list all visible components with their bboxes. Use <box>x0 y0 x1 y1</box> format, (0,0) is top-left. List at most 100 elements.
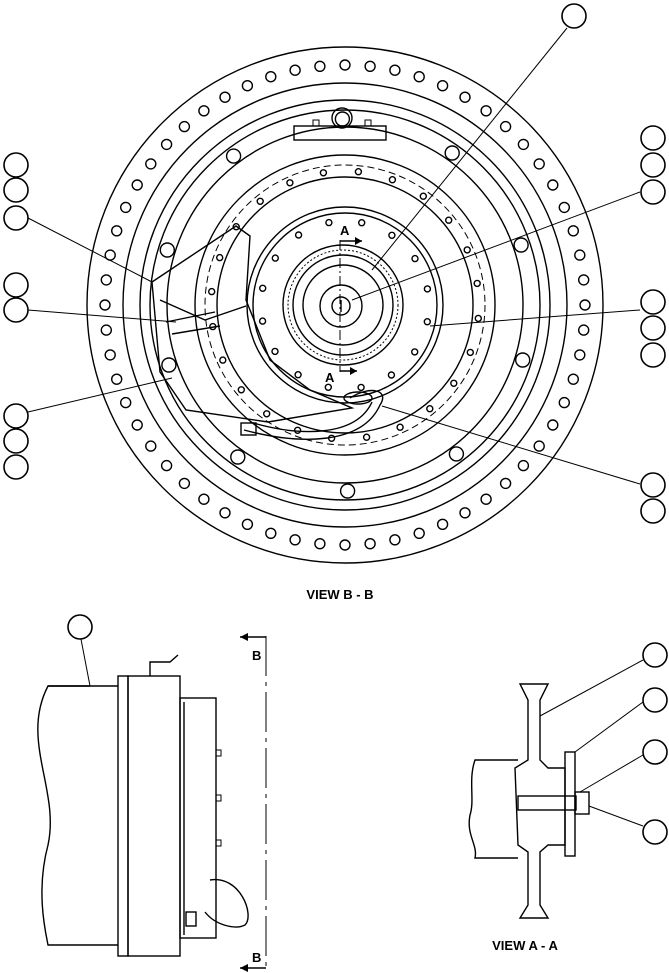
cover-harness <box>159 299 247 321</box>
shaft-boss <box>319 284 363 328</box>
flange-bolt-hole <box>178 477 191 490</box>
gear-teeth <box>287 249 399 361</box>
outer-flange-ring <box>86 46 604 564</box>
flange-bolt-hole <box>178 120 191 133</box>
callout-bubble <box>3 272 29 298</box>
flange-bolt-hole <box>219 507 231 519</box>
housing-bolt <box>215 794 222 802</box>
wire-harness <box>243 389 384 440</box>
inner-bolt-hole <box>474 314 482 323</box>
shaft-section <box>468 759 500 859</box>
shaft-ring <box>302 264 384 346</box>
view-b-b: A A <box>3 3 666 602</box>
shaft-break <box>37 685 118 946</box>
inner-bolt-hole <box>286 179 294 187</box>
hub-bolt-hole <box>258 317 267 325</box>
inner-bolt-hole <box>207 287 216 296</box>
callout-bubble <box>3 152 29 178</box>
callout-bubble <box>3 403 29 429</box>
callout-bubble <box>640 342 666 368</box>
flange-housing <box>127 675 181 957</box>
flange-bolt-hole <box>265 527 277 539</box>
flange-bolt-hole <box>579 299 591 311</box>
housing-bolt-hole <box>230 449 246 465</box>
inner-bolt-hole <box>445 216 453 224</box>
flange-bolt-hole <box>436 79 449 92</box>
flange-bolt-hole <box>145 440 157 452</box>
arrowhead-top <box>355 237 362 245</box>
callout-bubble <box>3 428 29 454</box>
hub-bolt-hole <box>271 347 279 356</box>
side-connector <box>185 911 197 927</box>
hub-bolt-hole <box>388 231 396 240</box>
hub-bolt-hole <box>411 254 419 263</box>
housing-ring-5 <box>216 176 474 434</box>
flange-bolt-hole <box>198 105 210 117</box>
callout-bubble <box>67 614 93 640</box>
inner-bolt-hole <box>263 410 271 418</box>
flange-bolt-hole <box>339 539 351 551</box>
flange-bolt-hole <box>413 70 425 83</box>
top-bracket-bolt <box>312 119 320 127</box>
inner-bolt-hole <box>215 253 224 262</box>
flange-bolt-hole <box>558 396 570 409</box>
hub-bolt-hole <box>387 371 396 379</box>
housing-ring-2 <box>149 109 541 501</box>
inner-bolt-hole <box>419 192 427 200</box>
flange-bolt-hole <box>578 324 590 336</box>
hub-bolt-hole <box>411 348 419 356</box>
flange-bolt-hole <box>241 518 254 530</box>
section-a-bottom-label: A <box>325 370 335 385</box>
side-housing <box>179 697 217 939</box>
flange-bolt-hole <box>160 459 173 472</box>
flange-bolt-hole <box>119 396 132 409</box>
flange-bolt-hole <box>413 527 425 539</box>
callout-leader <box>79 633 91 687</box>
dashed-ring <box>204 164 486 446</box>
hub-bolt-hole <box>294 371 302 379</box>
flange-bolt-hole <box>459 91 471 103</box>
flange-bolt-hole <box>99 299 111 311</box>
flange-bolt-hole <box>567 225 579 237</box>
flange-bolt-hole <box>459 507 471 519</box>
top-bracket-boss <box>331 107 353 129</box>
flange-bolt-hole <box>499 477 512 490</box>
flange-bolt-hole <box>339 59 351 71</box>
flange-bolt-hole <box>389 64 401 76</box>
section-a-top-label: A <box>340 223 350 238</box>
callout-bubble <box>642 819 668 845</box>
flange-bolt-hole <box>499 120 512 133</box>
flange-bolt-hole <box>517 138 530 151</box>
callout-bubble <box>640 179 666 205</box>
gear-inner <box>292 254 394 356</box>
hub-bolt-hole <box>325 218 333 227</box>
housing-bolt-hole <box>513 237 529 253</box>
flange-bolt-hole <box>119 201 132 214</box>
flange-bolt-hole <box>100 274 113 286</box>
flange-bolt-hole <box>436 518 449 530</box>
view-a-a: VIEW A - A <box>468 642 668 953</box>
housing-bolt-hole <box>444 145 460 161</box>
inner-bolt-hole <box>473 279 481 288</box>
callout-leader <box>539 659 644 717</box>
hub-bolt-hole <box>271 254 279 262</box>
callout-bubble <box>3 177 29 203</box>
inner-bolt-hole <box>237 386 246 394</box>
housing-bolt-hole <box>448 446 465 462</box>
housing-ring-1 <box>139 99 551 511</box>
housing-ring-3 <box>166 126 524 484</box>
flange-bolt-hole <box>100 324 113 336</box>
arrowhead-b-top <box>240 633 248 641</box>
flange-bolt-hole <box>198 493 210 505</box>
top-bracket-bolt <box>364 119 372 127</box>
flange-bolt-hole <box>314 60 326 73</box>
hub-bolt-hole <box>423 318 431 326</box>
callout-bubble <box>3 205 29 231</box>
housing-bolt-hole <box>225 148 242 164</box>
hub-bolt-hole <box>357 383 365 392</box>
flange-section <box>514 683 566 919</box>
inner-bolt-hole <box>463 246 471 254</box>
inner-bolt-hole <box>362 433 371 441</box>
flange-bolt-hole <box>364 60 376 73</box>
